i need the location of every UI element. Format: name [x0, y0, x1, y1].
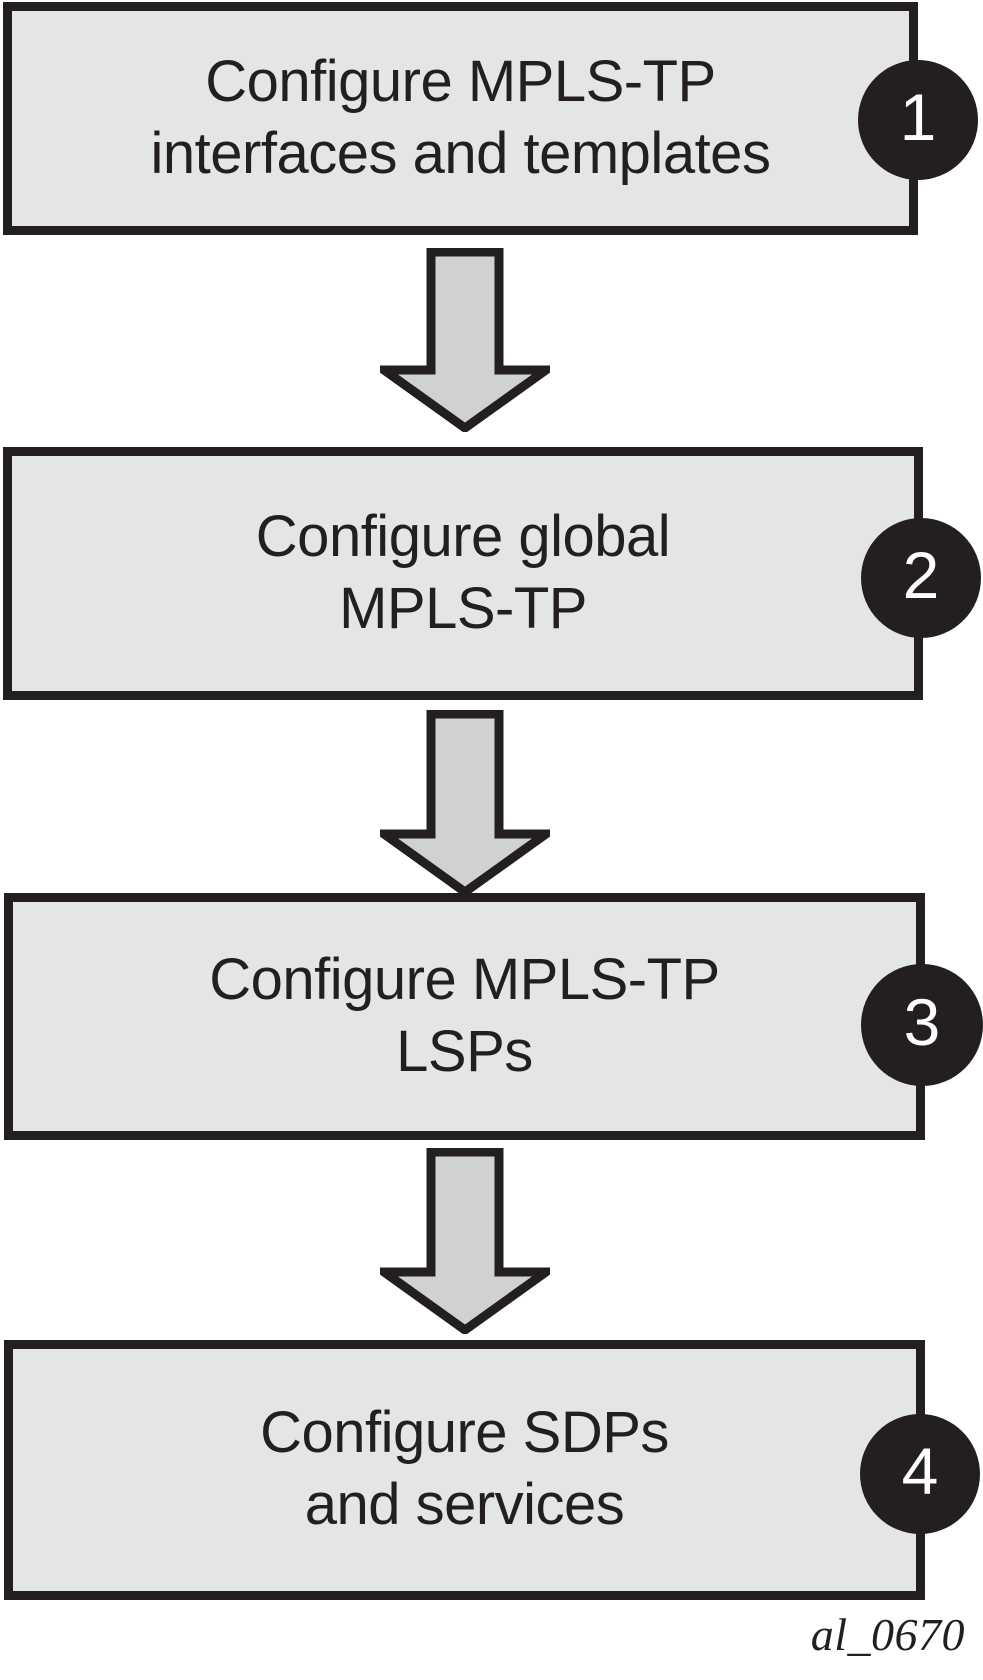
step-number-text: 1 [899, 80, 937, 154]
arrow-shape [380, 1148, 550, 1334]
flow-arrow-down-3 [380, 1148, 550, 1334]
flow-arrow-down-2 [380, 710, 550, 896]
flow-arrow-down-1 [380, 248, 550, 432]
step-number-text: 2 [902, 538, 940, 612]
figure-caption: al_0670 [810, 1609, 965, 1660]
process-box-label: Configure SDPs and services [260, 1400, 669, 1537]
process-box-step-3: Configure MPLS-TP LSPs [4, 893, 925, 1140]
step-number-badge-3: 3 [861, 964, 983, 1086]
step-number-text: 3 [903, 985, 941, 1059]
arrow-shape [380, 710, 550, 896]
process-box-label: Configure global MPLS-TP [255, 503, 671, 641]
process-box-step-4: Configure SDPs and services [4, 1340, 925, 1600]
process-box-label: Configure MPLS-TP LSPs [209, 946, 720, 1084]
step-number-badge-2: 2 [861, 518, 981, 638]
arrow-shape [380, 248, 550, 432]
process-box-step-1: Configure MPLS-TP interfaces and templat… [3, 2, 918, 235]
step-number-badge-4: 4 [860, 1414, 980, 1534]
process-box-label: Configure MPLS-TP interfaces and templat… [150, 48, 771, 186]
step-number-badge-1: 1 [858, 60, 978, 180]
process-box-step-2: Configure global MPLS-TP [3, 447, 923, 700]
step-number-text: 4 [901, 1434, 939, 1508]
